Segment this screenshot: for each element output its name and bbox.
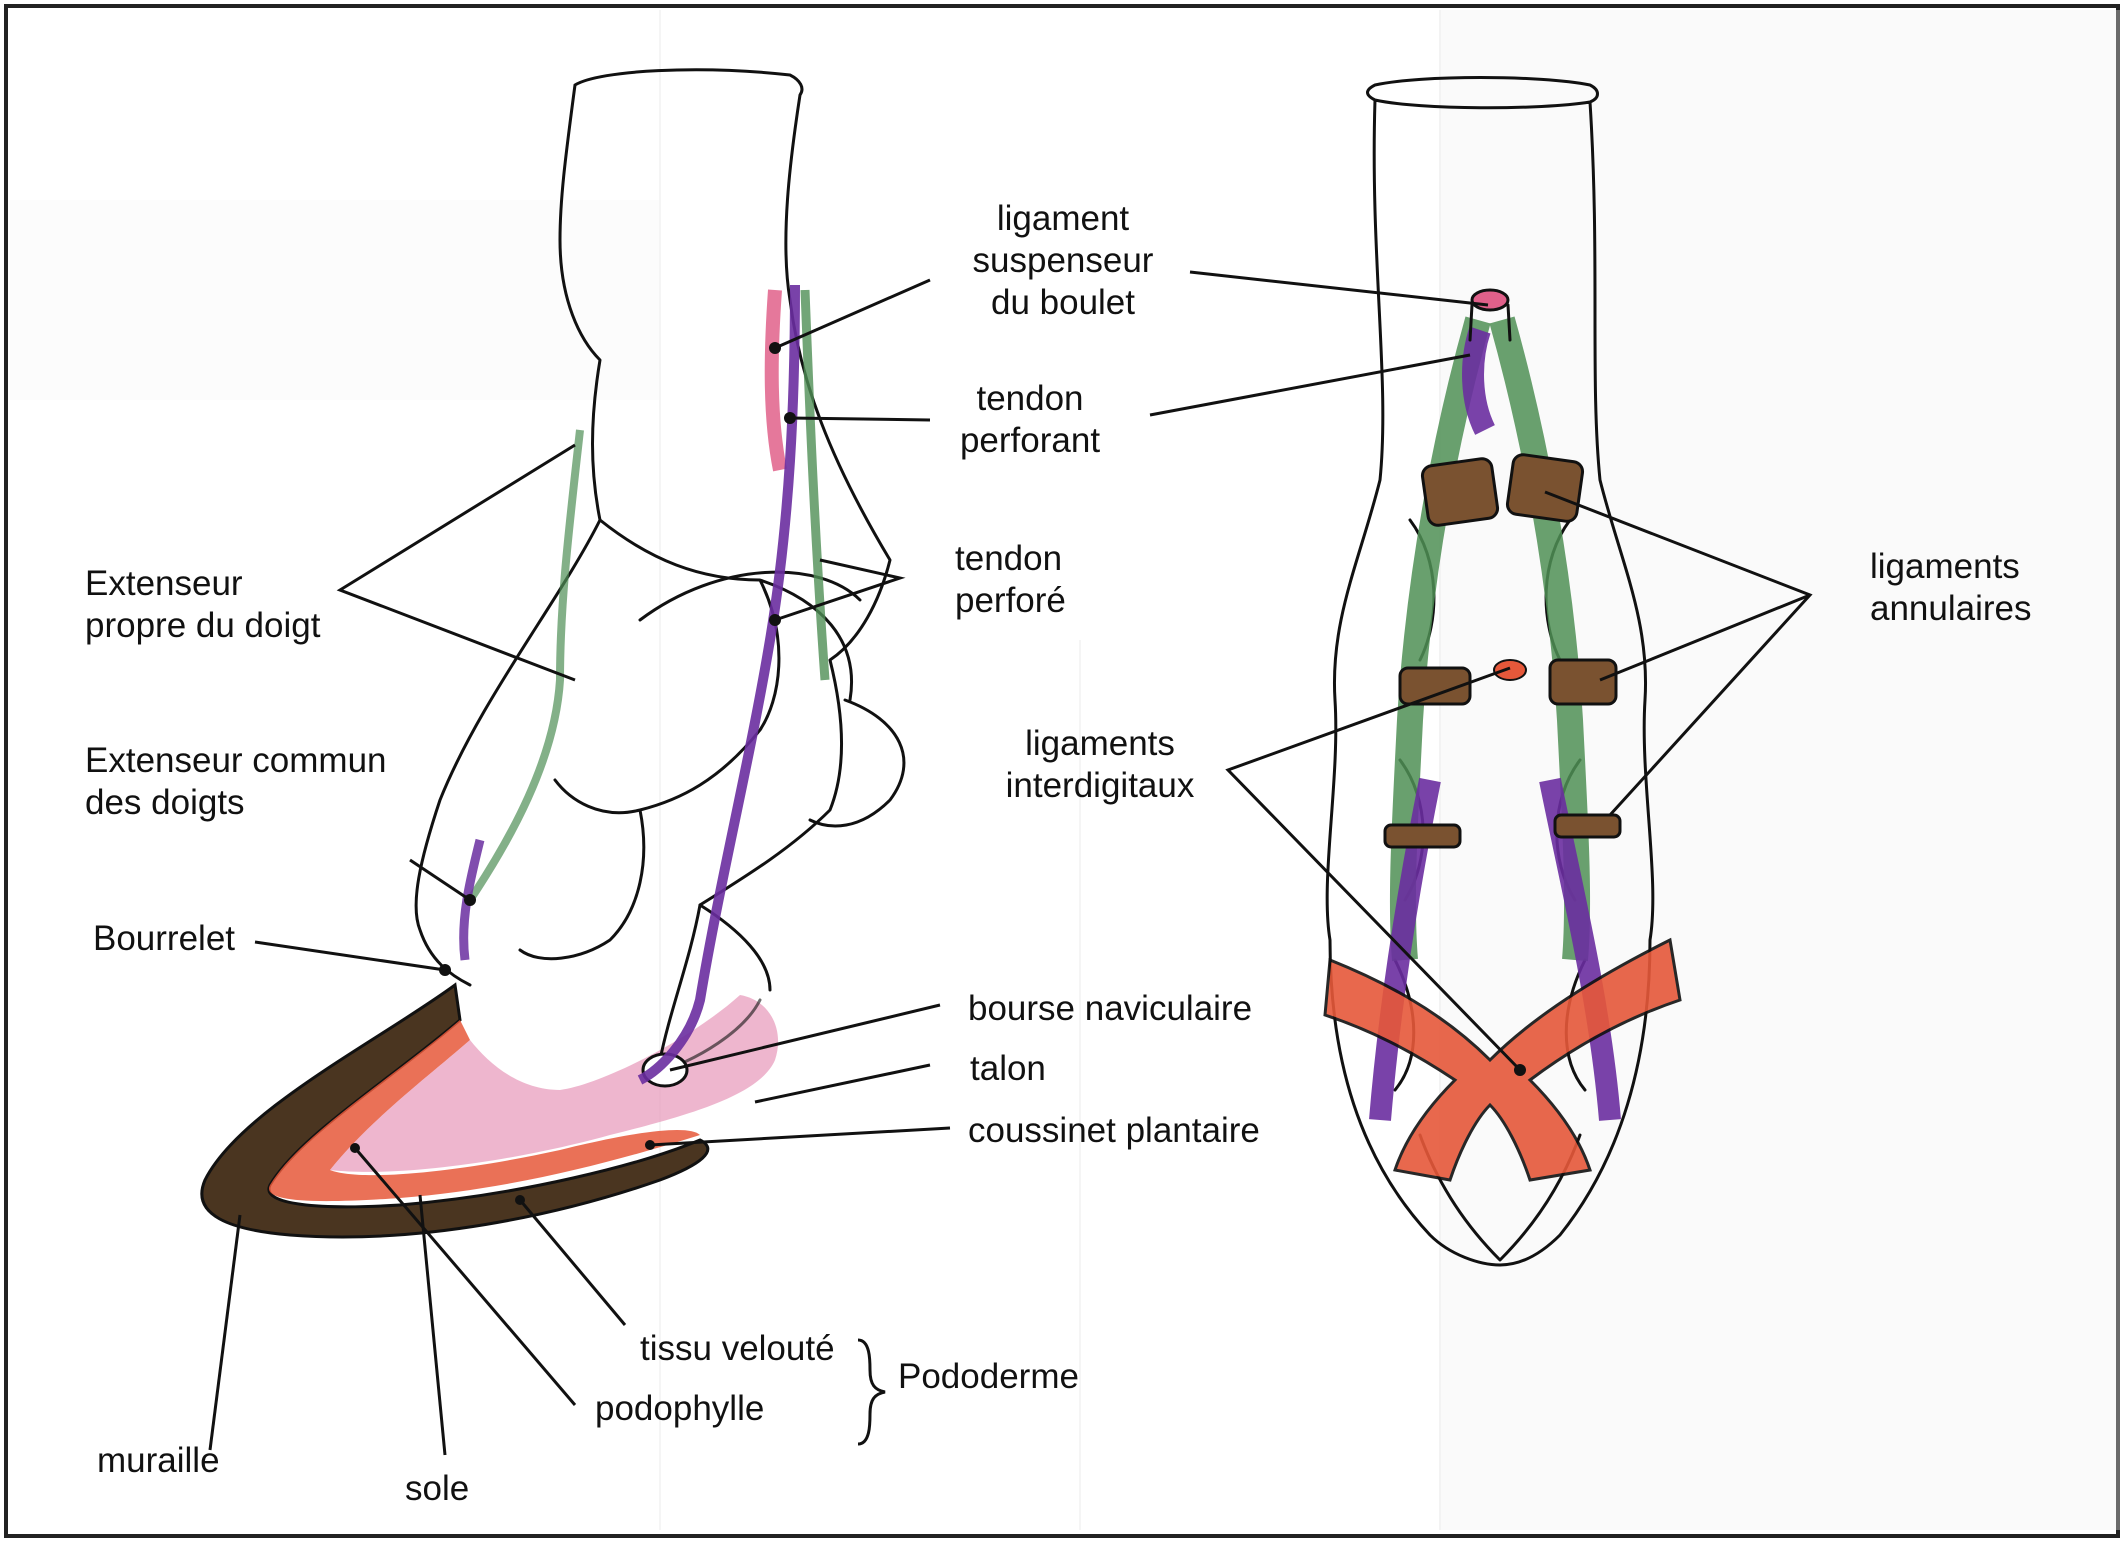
label-pododerme: Pododerme xyxy=(898,1357,1079,1396)
bone-outline xyxy=(518,518,906,1062)
label-podophylle: podophylle xyxy=(595,1389,764,1428)
coussinet-shape xyxy=(330,995,779,1172)
label-coussinet-plantaire: coussinet plantaire xyxy=(968,1111,1260,1150)
palmar-foot-view xyxy=(1323,76,1682,1267)
lateral-foot-view xyxy=(200,68,906,1239)
background-texture xyxy=(10,10,2120,1530)
extensor-green xyxy=(466,429,584,903)
label-tendon-perforant-2: perforant xyxy=(960,421,1100,460)
label-muraille: muraille xyxy=(97,1441,220,1480)
deep-flexor-purple xyxy=(637,284,800,1085)
label-tendon-perforant-1: tendon xyxy=(976,379,1083,418)
label-ligament-suspenseur-2: suspenseur xyxy=(973,241,1154,280)
superficial-flexor-green xyxy=(800,289,830,681)
figure-border xyxy=(4,4,2120,1538)
label-extenseur-commun-1: Extenseur commun xyxy=(85,741,387,780)
annular-ligament-4 xyxy=(1548,658,1618,706)
label-tendon-perfore-2: perforé xyxy=(955,581,1066,620)
label-ligaments-interdigitaux-2: interdigitaux xyxy=(1006,766,1195,805)
palmar-outline xyxy=(1325,76,1655,1267)
annular-ligament-1 xyxy=(1420,457,1500,527)
label-talon: talon xyxy=(970,1049,1046,1088)
interdigital-ligament-x xyxy=(1323,937,1682,1182)
label-tissu-veloute: tissu velouté xyxy=(640,1329,835,1368)
label-ligaments-annulaires-1: ligaments xyxy=(1870,547,2020,586)
labels: ligament suspenseur du boulet tendon per… xyxy=(85,199,2032,1508)
leader-lines xyxy=(208,270,1813,1456)
label-ligaments-annulaires-2: annulaires xyxy=(1870,589,2032,628)
label-ligament-suspenseur-3: du boulet xyxy=(991,283,1135,322)
label-extenseur-propre-2: propre du doigt xyxy=(85,606,321,645)
label-bourse-naviculaire: bourse naviculaire xyxy=(968,989,1252,1028)
sole-shape xyxy=(268,1020,700,1202)
label-extenseur-commun-2: des doigts xyxy=(85,783,245,822)
label-bourrelet: Bourrelet xyxy=(93,919,235,958)
annular-ligament-3 xyxy=(1398,666,1472,706)
label-extenseur-propre-1: Extenseur xyxy=(85,564,243,603)
label-sole: sole xyxy=(405,1469,469,1508)
suspensory-ligament-pink xyxy=(764,289,787,472)
annular-ligament-2 xyxy=(1505,453,1585,523)
label-ligaments-interdigitaux-1: ligaments xyxy=(1025,724,1175,763)
label-tendon-perfore-1: tendon xyxy=(955,539,1062,578)
label-ligament-suspenseur-1: ligament xyxy=(997,199,1130,238)
